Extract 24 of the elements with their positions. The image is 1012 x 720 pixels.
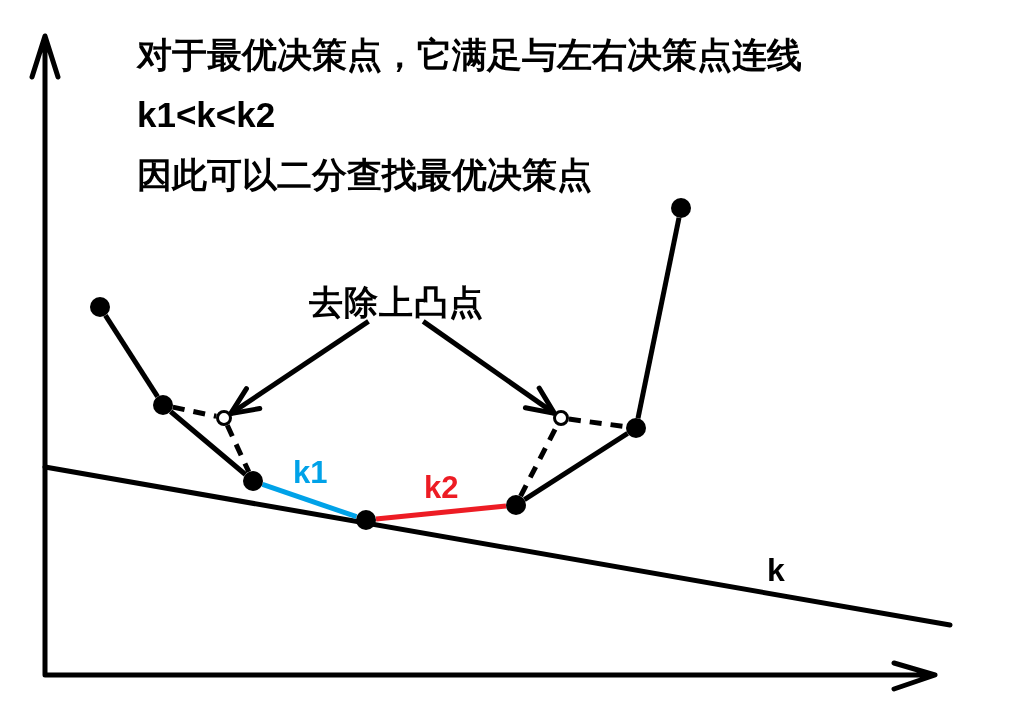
line-segment	[523, 431, 629, 502]
line-segment	[261, 481, 358, 520]
data-point	[671, 198, 691, 218]
data-point	[90, 297, 110, 317]
dashed-line	[172, 404, 217, 419]
data-point	[626, 418, 646, 438]
data-point	[506, 495, 526, 515]
line-segment	[103, 314, 160, 398]
arrow	[228, 319, 370, 417]
slope-label: k	[767, 552, 785, 589]
dashed-line	[225, 424, 252, 473]
callout-text: 去除上凸点	[309, 284, 484, 322]
line-segment	[635, 217, 682, 419]
arrow	[421, 319, 557, 416]
hollow-point	[553, 410, 569, 426]
explanation-text: 因此可以二分查找最优决策点	[137, 155, 592, 196]
line-segment	[375, 503, 507, 522]
explanation-text: 对于最优决策点，它满足与左右决策点连线	[137, 35, 802, 76]
explanation-text: k1<k<k2	[137, 95, 276, 136]
data-point	[243, 471, 263, 491]
hollow-point	[216, 410, 232, 426]
data-point	[153, 395, 173, 415]
line-segment	[169, 409, 247, 477]
data-point	[356, 510, 376, 530]
